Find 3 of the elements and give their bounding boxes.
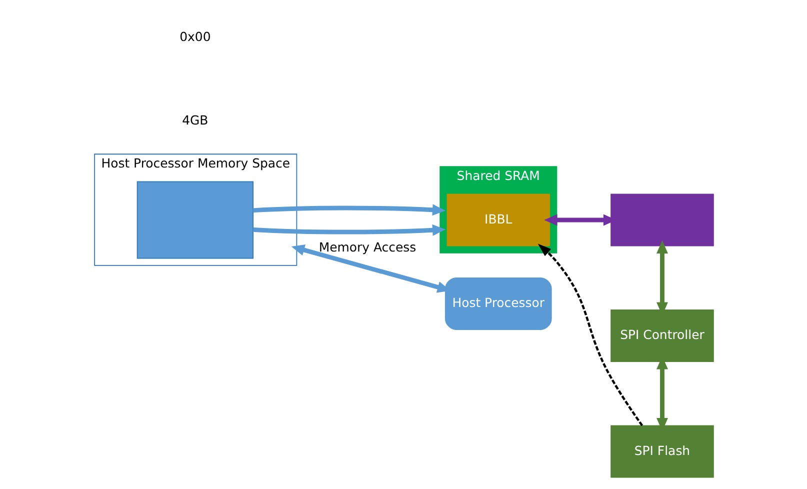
- label: 0x00: [179, 28, 210, 44]
- edge-label: Memory Access: [318, 239, 416, 254]
- label: 4GB: [182, 112, 208, 128]
